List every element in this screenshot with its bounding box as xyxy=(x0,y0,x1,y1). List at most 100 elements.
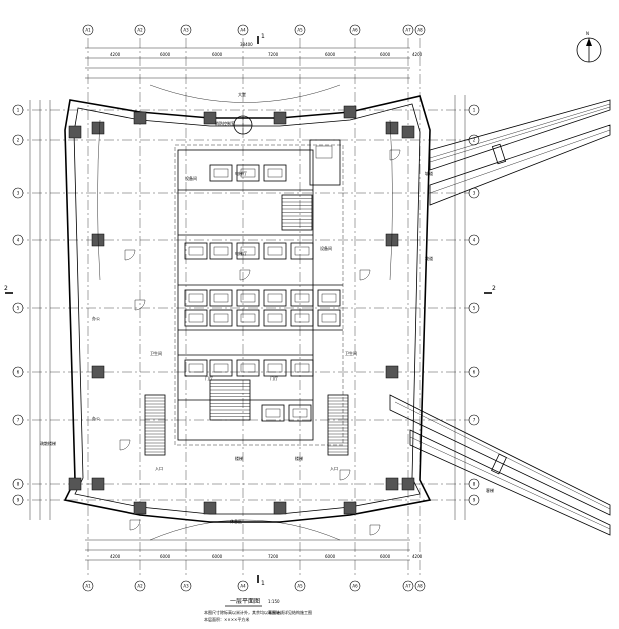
grid-bubble-col-label: A6 xyxy=(352,28,358,33)
room-label: 入口 xyxy=(330,466,338,471)
bay-dimension: 6000 xyxy=(212,52,223,57)
grid-bubble-col-label: A4 xyxy=(240,584,246,589)
elevator-cab xyxy=(209,359,233,377)
column xyxy=(133,111,147,125)
grid-bubble-col: A7 xyxy=(402,580,414,592)
elevator-cab xyxy=(236,164,260,182)
central-core xyxy=(174,144,344,446)
grid-bubble-row-label: 2 xyxy=(473,138,476,143)
room-label: 设备间 xyxy=(185,175,197,181)
side-note: 本图轴线详见结构施工图 xyxy=(268,609,312,615)
bay-dimension: 6000 xyxy=(380,52,391,57)
elevator-cab xyxy=(184,359,208,377)
elevator-cab xyxy=(184,309,208,327)
grid-bubble-col: A6 xyxy=(349,580,361,592)
room-label: 电梯厅 xyxy=(235,250,247,256)
elevator-cab xyxy=(209,242,233,260)
bay-dimension-bottom: 4200 xyxy=(110,554,121,559)
grid-bubble-col-label: A7 xyxy=(405,584,411,589)
column xyxy=(68,477,82,491)
note-2: 本层面积：××××平方米 xyxy=(204,616,249,622)
bay-dimension-bottom: 6000 xyxy=(160,554,171,559)
bottom-dimension-lines xyxy=(85,539,410,561)
column xyxy=(273,111,287,125)
grid-bubble-row: 5 xyxy=(468,302,480,314)
grid-bubble-row-label: 5 xyxy=(17,306,20,311)
grid-bubble-row-label: 8 xyxy=(17,482,20,487)
grid-bubble-row: 6 xyxy=(12,366,24,378)
service-shaft-inner xyxy=(315,145,333,159)
grid-bubble-row-label: 3 xyxy=(473,191,476,196)
room-label: 消防控制室 xyxy=(215,120,235,126)
elevator-cab xyxy=(236,289,260,307)
elevator-cab xyxy=(290,309,314,327)
grid-bubble-col-label: A1 xyxy=(85,584,91,589)
column xyxy=(385,121,399,135)
grid-bubble-row: 3 xyxy=(12,187,24,199)
elevator-cab xyxy=(236,309,260,327)
door-swing xyxy=(124,249,136,261)
column xyxy=(203,111,217,125)
grid-bubble-row-label: 7 xyxy=(17,418,20,423)
room-label: 门厅 xyxy=(205,375,213,381)
elevator-cab xyxy=(317,289,341,307)
column xyxy=(203,501,217,515)
elevator-cab xyxy=(209,309,233,327)
grid-bubble-col-label: A5 xyxy=(297,584,303,589)
elevator-cab xyxy=(290,242,314,260)
grid-bubble-col-label: A2 xyxy=(137,584,143,589)
grid-bubble-col: A8 xyxy=(414,580,426,592)
grid-bubble-col: A1 xyxy=(82,580,94,592)
elevator-cab xyxy=(261,404,285,422)
legend-stairs: 疏散楼梯 xyxy=(40,440,56,446)
room-label: 休息区 xyxy=(230,518,242,524)
column xyxy=(91,365,105,379)
elevator-cab xyxy=(209,164,233,182)
room-label: 坡道 xyxy=(425,170,433,176)
grid-bubble-col-label: A7 xyxy=(405,28,411,33)
grid-bubble-col: A7 xyxy=(402,24,414,36)
room-labels: 大堂电梯厅电梯厅办公办公门厅门厅设备间设备间消防控制室卫生间卫生间楼梯楼梯入口入… xyxy=(92,91,433,524)
column xyxy=(91,121,105,135)
section-mark-right: 2 xyxy=(484,285,496,294)
bay-dimension-bottom: 6000 xyxy=(380,554,391,559)
grid-bubble-col: A5 xyxy=(294,580,306,592)
grid-bubble-row: 8 xyxy=(12,478,24,490)
bay-dimension: 6000 xyxy=(160,52,171,57)
section-mark-bottom: 1 xyxy=(257,575,265,587)
room-label: 入口 xyxy=(155,466,163,471)
bay-dimension: 4200 xyxy=(412,52,423,57)
door-swing xyxy=(369,524,381,536)
elevator-cab xyxy=(288,404,312,422)
left-dimension-lines xyxy=(29,100,51,520)
grid-bubble-col-label: A8 xyxy=(417,28,423,33)
elevator-cab xyxy=(209,289,233,307)
dimension-text-top: 38400 xyxy=(240,42,253,47)
grid-bubble-row: 2 xyxy=(468,134,480,146)
door-swing xyxy=(129,519,141,531)
room-label: 卫生间 xyxy=(345,350,357,356)
elevator-cab xyxy=(290,289,314,307)
grid-bubble-col: A3 xyxy=(180,24,192,36)
grid-bubble-col: A4 xyxy=(237,580,249,592)
room-label: 坡道 xyxy=(425,255,433,261)
north-arrow: N xyxy=(576,31,602,63)
door-swings xyxy=(119,149,401,536)
room-label: 楼梯 xyxy=(235,455,243,461)
stair-core-left xyxy=(209,379,251,421)
bay-dimension: 7200 xyxy=(268,52,279,57)
elevator-shafts xyxy=(184,139,341,422)
grid-bubble-col-label: A8 xyxy=(417,584,423,589)
grid-bubble-col-label: A2 xyxy=(137,28,143,33)
room-label: 大堂 xyxy=(238,91,246,97)
grid-bubble-row-label: 6 xyxy=(17,370,20,375)
section-top-label: 1 xyxy=(261,33,265,40)
grid-bubble-col: A3 xyxy=(180,580,192,592)
elevator-cab xyxy=(263,289,287,307)
column xyxy=(343,105,357,119)
grid-bubble-row-label: 3 xyxy=(17,191,20,196)
elevator-cab xyxy=(263,309,287,327)
